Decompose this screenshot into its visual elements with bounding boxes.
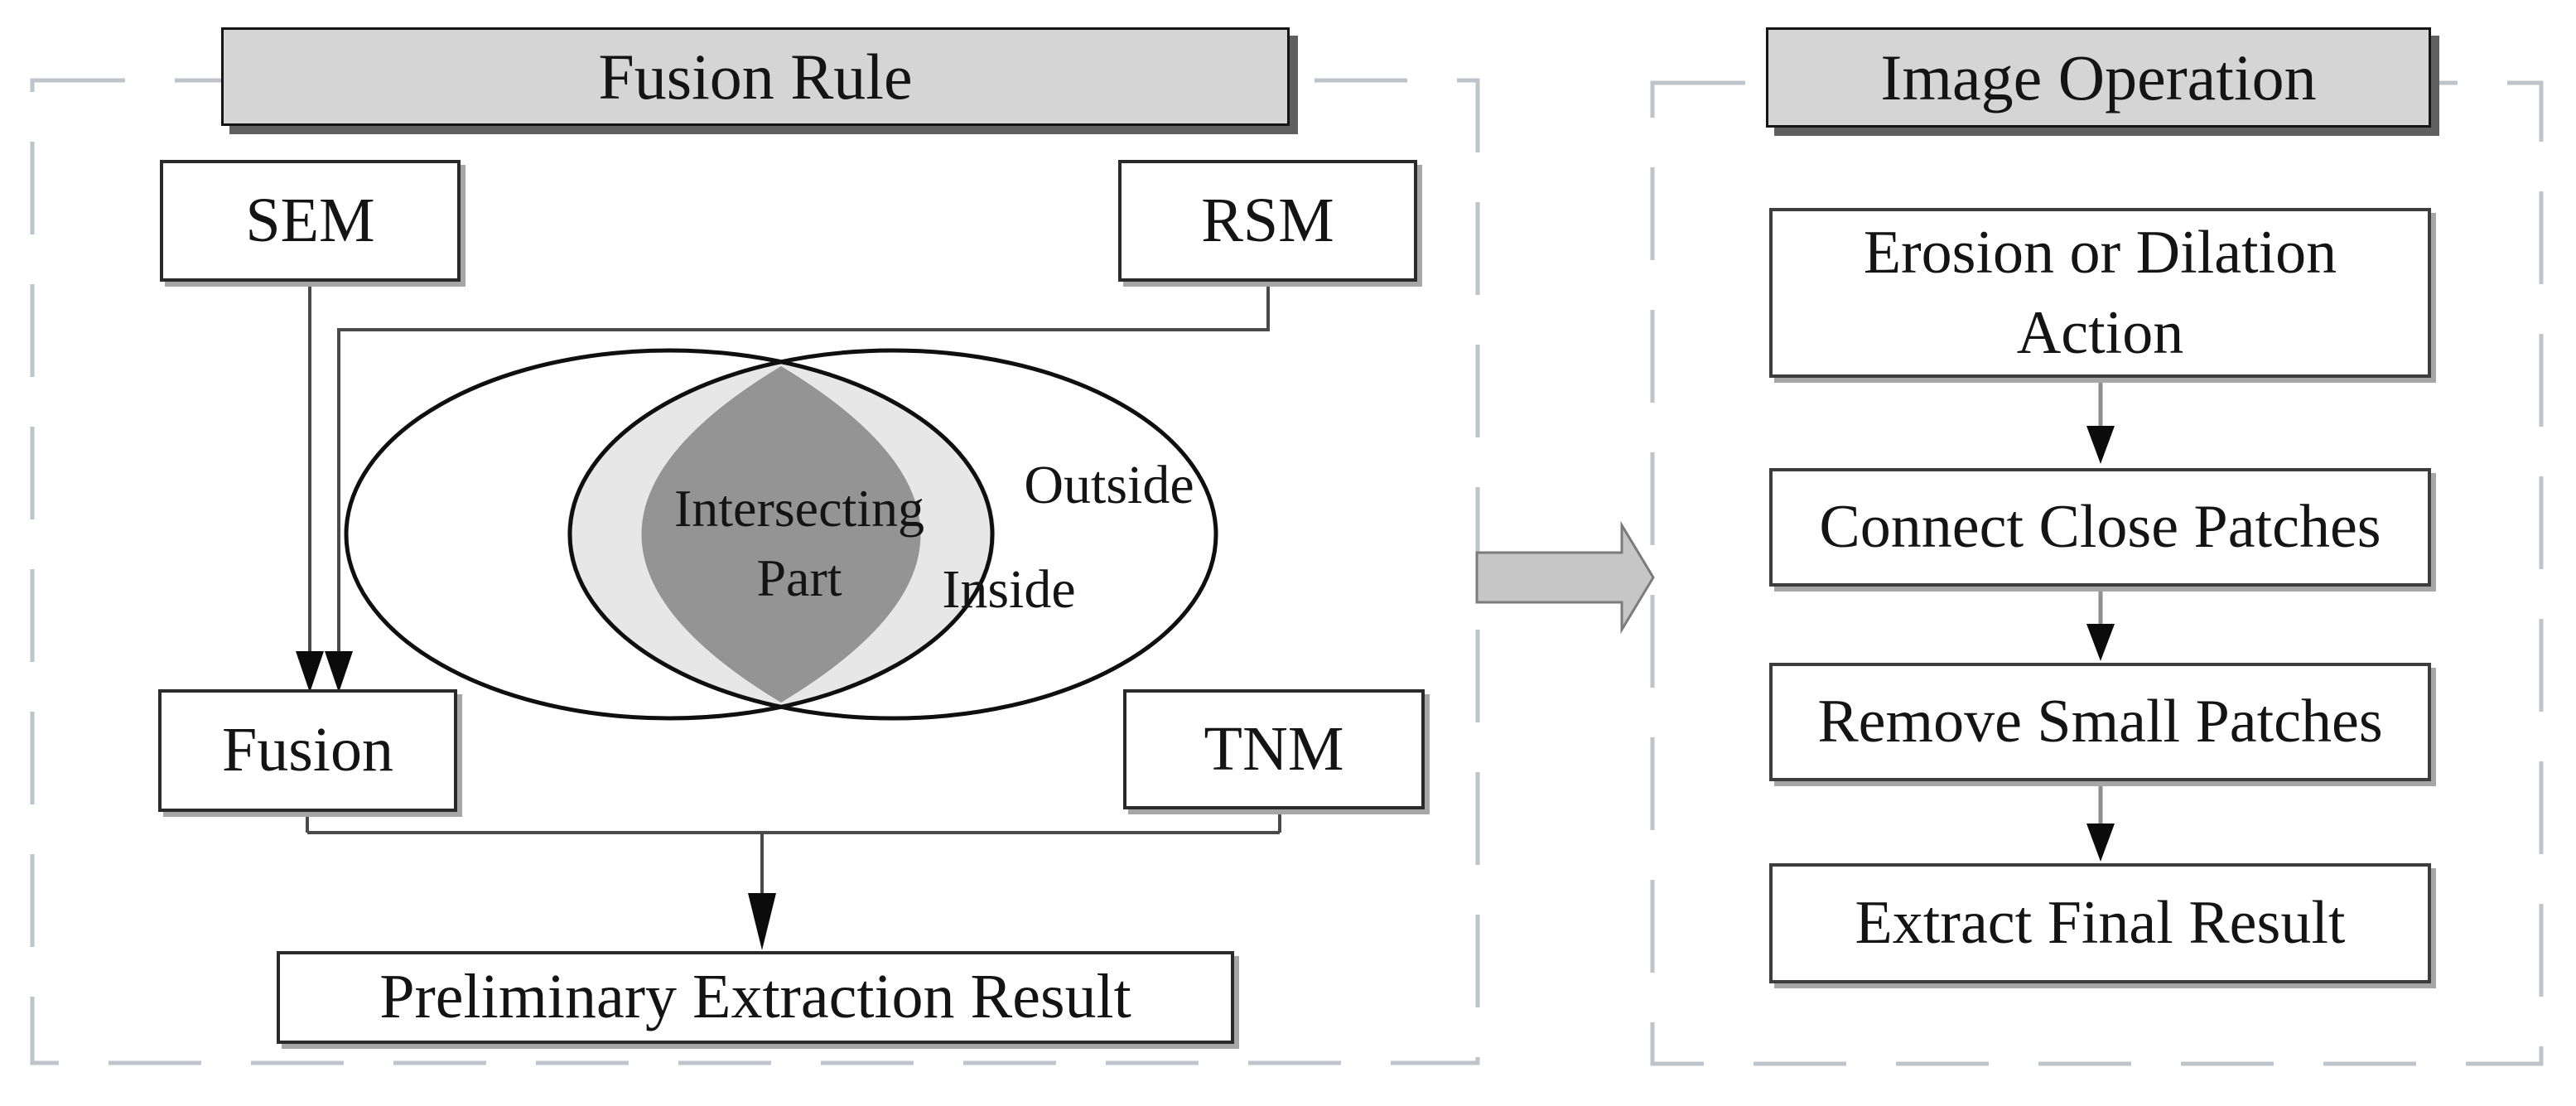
rsm-to-fusion-line [337, 283, 1270, 654]
sem-box: SEM [160, 160, 461, 282]
venn-outside-label: Outside [1014, 454, 1204, 517]
step-arrowhead-3-icon [2086, 823, 2115, 862]
image-operation-title: Image Operation [1880, 41, 2317, 113]
fusion-tnm-bus-line [306, 810, 1281, 896]
sem-to-fusion-arrowhead-icon [296, 651, 324, 693]
fusion-rule-title: Fusion Rule [598, 40, 913, 113]
rsm-to-fusion-arrowhead-icon [325, 651, 353, 693]
step-box-extract-result: Extract Final Result [1769, 863, 2431, 983]
preliminary-result-box: Preliminary Extraction Result [277, 951, 1234, 1044]
step-extract-result-label: Extract Final Result [1855, 889, 2346, 958]
image-operation-header: Image Operation [1766, 27, 2431, 128]
step-arrowhead-2-icon [2086, 624, 2115, 661]
fusion-box: Fusion [158, 689, 457, 812]
rsm-label: RSM [1201, 185, 1334, 255]
fusion-rule-header: Fusion Rule [221, 27, 1290, 126]
tnm-label: TNM [1204, 713, 1344, 784]
venn-outside-text: Outside [1024, 455, 1194, 515]
result-arrowhead-icon [748, 893, 776, 950]
tnm-box: TNM [1123, 689, 1425, 809]
step-arrowhead-1-icon [2086, 426, 2115, 464]
step-box-connect-patches: Connect Close Patches [1769, 468, 2431, 587]
fusion-label: Fusion [222, 715, 393, 785]
step-box-remove-patches: Remove Small Patches [1769, 663, 2431, 781]
step-erosion-dilation-label: Erosion or Dilation Action [1863, 219, 2337, 367]
venn-intersecting-label: Intersecting Part [634, 474, 965, 614]
venn-left-ellipse [344, 348, 995, 721]
step-remove-patches-label: Remove Small Patches [1817, 688, 2383, 756]
step-box-erosion-dilation: Erosion or Dilation Action [1769, 208, 2431, 378]
step-connect-patches-label: Connect Close Patches [1819, 493, 2381, 562]
venn-intersecting-text: Intersecting Part [673, 479, 925, 608]
rsm-box: RSM [1118, 160, 1417, 282]
sem-label: SEM [245, 185, 375, 255]
big-right-arrow-icon [1475, 520, 1655, 635]
preliminary-result-label: Preliminary Extraction Result [379, 962, 1131, 1032]
venn-inside-label: Inside [934, 558, 1083, 621]
venn-intersecting-part [641, 366, 921, 703]
venn-inside-text: Inside [942, 559, 1076, 620]
venn-right-ellipse [567, 348, 1218, 721]
